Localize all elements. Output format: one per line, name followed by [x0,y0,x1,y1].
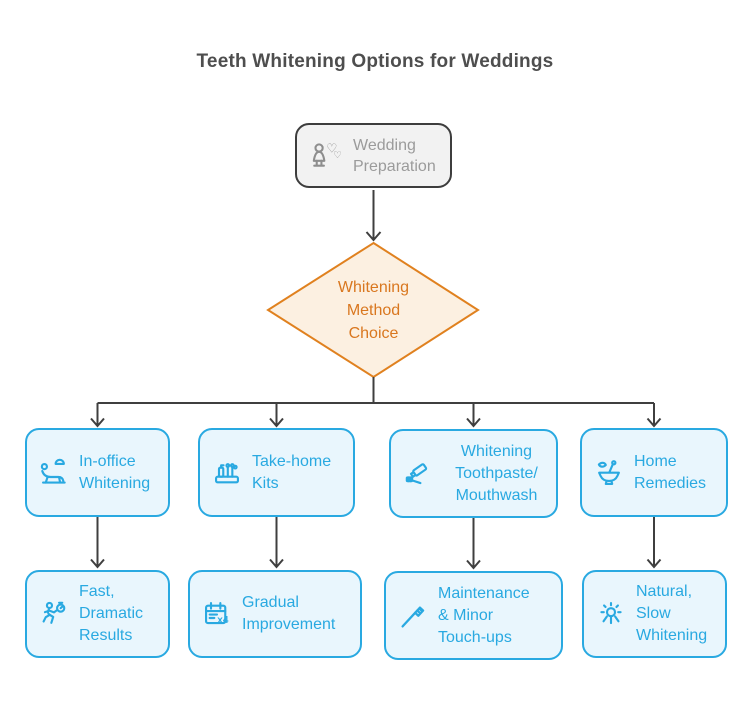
arrowhead-icon [269,558,284,569]
node-in-office-whitening: In-office Whitening [25,428,170,517]
page-title: Teeth Whitening Options for Weddings [196,51,554,72]
toothpaste-icon [405,462,428,484]
node-label: In-office Whitening [79,452,151,492]
node-take-home-kits: Take-home Kits [198,428,355,517]
grooming-kit-icon [214,462,239,483]
node-wedding-preparation: ♡ ♡ Wedding Preparation [295,123,452,188]
node-whitening-toothpaste-mouthwash: Whitening Toothpaste/ Mouthwash [389,429,558,518]
node-whitening-method-choice: Whitening Method Choice [337,279,410,342]
arrowhead-icon [466,417,481,428]
node-label: Natural, Slow Whitening [636,583,708,644]
node-gradual-improvement: x4 Gradual Improvement [188,570,362,658]
arrowhead-icon [646,417,662,428]
runner-stopwatch-icon [42,601,66,624]
arrowhead-icon [90,417,105,428]
node-label: Whitening Toothpaste/ Mouthwash [455,442,538,504]
arrowhead-icon [466,559,481,570]
calendar-x4-badge: x4 [217,615,229,626]
node-label: Gradual Improvement [242,594,336,633]
node-label: Take-home Kits [252,452,332,492]
dental-chair-icon [40,458,66,484]
calendar-icon: x4 [204,602,229,626]
mortar-pestle-icon [597,459,620,485]
node-home-remedies: Home Remedies [580,428,728,517]
arrowhead-icon [269,417,284,428]
node-label: Fast, Dramatic Results [79,583,144,644]
node-maintenance-minor-touch-ups: Maintenance & Minor Touch-ups [384,571,563,660]
sunrise-icon [600,602,622,625]
node-label: Wedding Preparation [353,136,436,175]
toothbrush-icon [401,605,425,628]
node-natural-slow-whitening: Natural, Slow Whitening [582,570,727,658]
node-label: Home Remedies [634,452,707,492]
bride-hearts-icon: ♡ ♡ [312,141,342,167]
arrowhead-icon [365,231,382,242]
svg-text:♡: ♡ [326,141,337,155]
node-label: Maintenance & Minor Touch-ups [438,584,530,646]
arrowhead-icon [90,558,105,569]
node-fast-dramatic-results: Fast, Dramatic Results [25,570,170,658]
arrowhead-icon [646,558,662,569]
svg-text:♡: ♡ [333,150,342,161]
